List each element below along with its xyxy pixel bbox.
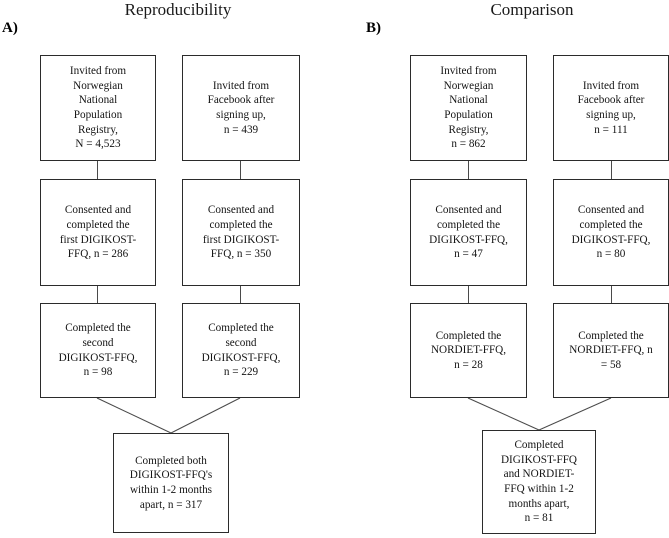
panel-b-box-invited-registry: Invited from Norwegian National Populati… — [410, 55, 527, 161]
box-text: Completed the NORDIET-FFQ, n = 58 — [569, 329, 653, 371]
connector-a-1 — [97, 161, 98, 179]
connector-a-2 — [240, 161, 241, 179]
connector-b-2 — [611, 161, 612, 179]
panel-b-box-consented-facebook: Consented and completed the DIGIKOST-FFQ… — [553, 179, 669, 286]
diagonal-left — [96, 397, 172, 434]
box-text: Consented and completed the first DIGIKO… — [202, 204, 280, 261]
panel-a-title: Reproducibility — [124, 0, 232, 19]
panel-b-box-invited-facebook: Invited from Facebook after signing up, … — [553, 55, 669, 161]
panel-a-box-consented-first-registry: Consented and completed the first DIGIKO… — [40, 179, 156, 286]
box-text: Invited from Norwegian National Populati… — [69, 65, 127, 151]
panel-b-title: Comparison — [490, 0, 574, 19]
box-text: Completed DIGIKOST-FFQ and NORDIET- FFQ … — [500, 439, 578, 525]
panel-a-box-invited-registry: Invited from Norwegian National Populati… — [40, 55, 156, 161]
connector-b-1 — [468, 161, 469, 179]
box-text: Invited from Facebook after signing up, … — [207, 79, 275, 136]
panel-a-box-completed-both: Completed both DIGIKOST-FFQ's within 1-2… — [113, 433, 229, 533]
panel-a-box-invited-facebook: Invited from Facebook after signing up, … — [182, 55, 300, 161]
connector-a-4 — [240, 286, 241, 303]
panel-a-box-completed-second-registry: Completed the second DIGIKOST-FFQ, n = 9… — [40, 303, 156, 398]
panel-b-box-completed-both: Completed DIGIKOST-FFQ and NORDIET- FFQ … — [482, 430, 596, 534]
panel-a-label: A) — [2, 20, 18, 36]
panel-b-box-completed-nordiet-registry: Completed the NORDIET-FFQ, n = 28 — [410, 303, 527, 398]
diagonal-right — [170, 397, 241, 434]
connector-b-converge — [467, 397, 612, 431]
diagonal-left — [467, 397, 540, 431]
box-text: Invited from Facebook after signing up, … — [577, 79, 645, 136]
box-text: Consented and completed the DIGIKOST-FFQ… — [571, 204, 651, 261]
connector-b-3 — [468, 286, 469, 303]
connector-a-converge — [96, 397, 241, 434]
connector-a-3 — [97, 286, 98, 303]
box-text: Completed both DIGIKOST-FFQ's within 1-2… — [129, 454, 213, 511]
box-text: Completed the second DIGIKOST-FFQ, n = 2… — [201, 322, 281, 379]
box-text: Consented and completed the DIGIKOST-FFQ… — [429, 204, 508, 261]
panel-a-box-consented-first-facebook: Consented and completed the first DIGIKO… — [182, 179, 300, 286]
panel-b-label: B) — [366, 20, 381, 36]
panel-b-box-consented-registry: Consented and completed the DIGIKOST-FFQ… — [410, 179, 527, 286]
connector-b-4 — [611, 286, 612, 303]
box-text: Completed the NORDIET-FFQ, n = 28 — [430, 329, 507, 371]
panel-b-box-completed-nordiet-facebook: Completed the NORDIET-FFQ, n = 58 — [553, 303, 669, 398]
box-text: Completed the second DIGIKOST-FFQ, n = 9… — [58, 322, 138, 379]
box-text: Invited from Norwegian National Populati… — [440, 65, 497, 151]
diagonal-right — [538, 397, 612, 431]
panel-a-box-completed-second-facebook: Completed the second DIGIKOST-FFQ, n = 2… — [182, 303, 300, 398]
box-text: Consented and completed the first DIGIKO… — [59, 204, 137, 261]
